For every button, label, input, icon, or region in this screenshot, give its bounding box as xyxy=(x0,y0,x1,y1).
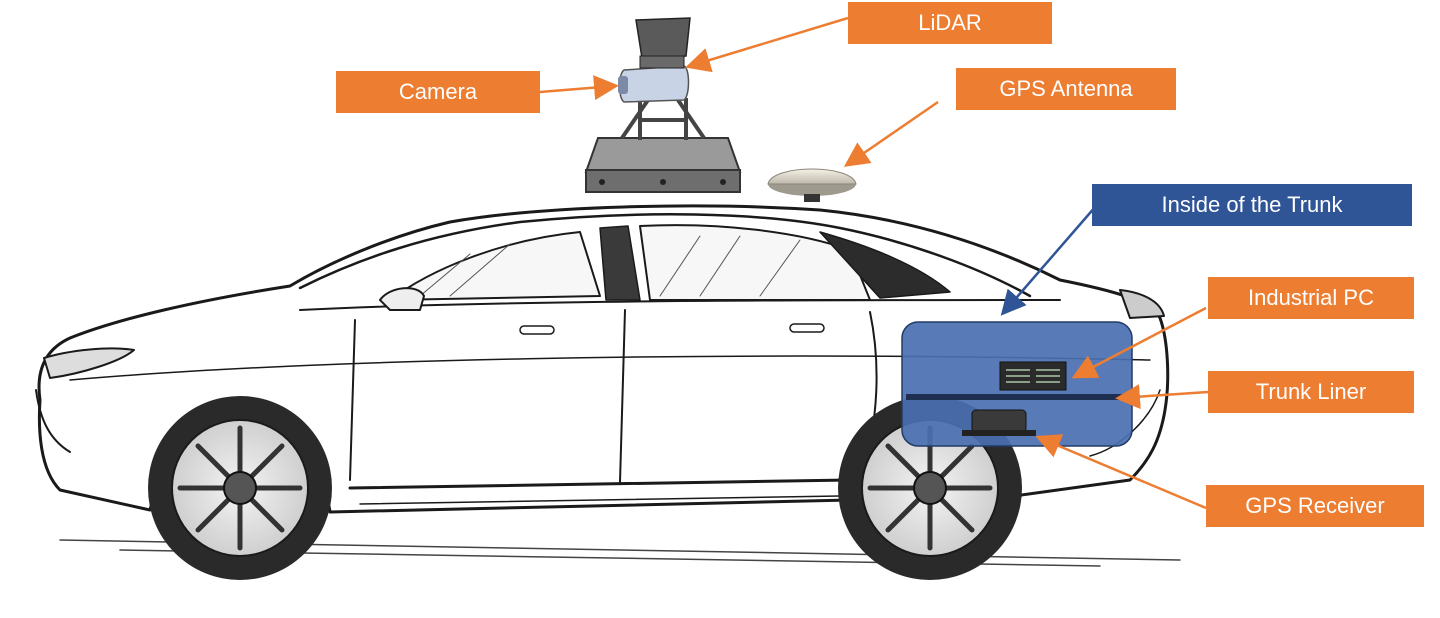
tail-light xyxy=(1119,289,1165,319)
roof-rack-mount xyxy=(584,98,742,193)
car-door-split-front xyxy=(349,319,356,481)
gps-antenna-icon xyxy=(767,168,857,202)
door-handle-rear xyxy=(789,323,825,333)
window-hatching xyxy=(419,235,801,297)
industrial-pc-icon xyxy=(999,361,1067,391)
label-lidar: LiDAR xyxy=(848,2,1052,44)
arrow-lidar xyxy=(685,16,849,73)
car-rocker xyxy=(348,478,852,490)
trunk-inset xyxy=(901,321,1133,447)
label-trunk-liner: Trunk Liner xyxy=(1208,371,1414,413)
arrow-inside-trunk xyxy=(1000,205,1097,316)
car-rocker-lower xyxy=(359,495,841,505)
car-door-split-middle xyxy=(619,309,626,483)
side-mirror xyxy=(379,287,425,311)
arrow-industrial-pc xyxy=(1071,306,1207,379)
gps-receiver-icon xyxy=(962,409,1036,436)
label-inside-trunk: Inside of the Trunk xyxy=(1092,184,1412,226)
car-b-pillar xyxy=(599,225,641,301)
camera-unit-icon xyxy=(618,65,690,103)
trunk-liner-bar xyxy=(906,394,1128,400)
arrow-gps-antenna xyxy=(843,100,939,167)
rear-wheel xyxy=(838,396,1022,580)
arrow-trunk-liner xyxy=(1115,384,1209,410)
door-handle-front xyxy=(519,325,555,335)
car-roofline xyxy=(298,213,1032,298)
arrow-gps-receiver xyxy=(1035,434,1207,510)
label-industrial-pc: Industrial PC xyxy=(1208,277,1414,319)
leader-lines xyxy=(539,16,1209,510)
car-window-front xyxy=(389,231,601,301)
label-gps-receiver: GPS Receiver xyxy=(1206,485,1424,527)
front-grille xyxy=(35,389,71,453)
car-window-quarter xyxy=(819,231,951,299)
car-sketch xyxy=(35,204,1181,567)
label-gps-antenna: GPS Antenna xyxy=(956,68,1176,110)
label-camera: Camera xyxy=(336,71,540,113)
lidar-sensor-icon xyxy=(635,17,691,69)
arrow-camera xyxy=(539,75,619,101)
front-wheel xyxy=(148,396,332,580)
headlight xyxy=(43,347,135,379)
